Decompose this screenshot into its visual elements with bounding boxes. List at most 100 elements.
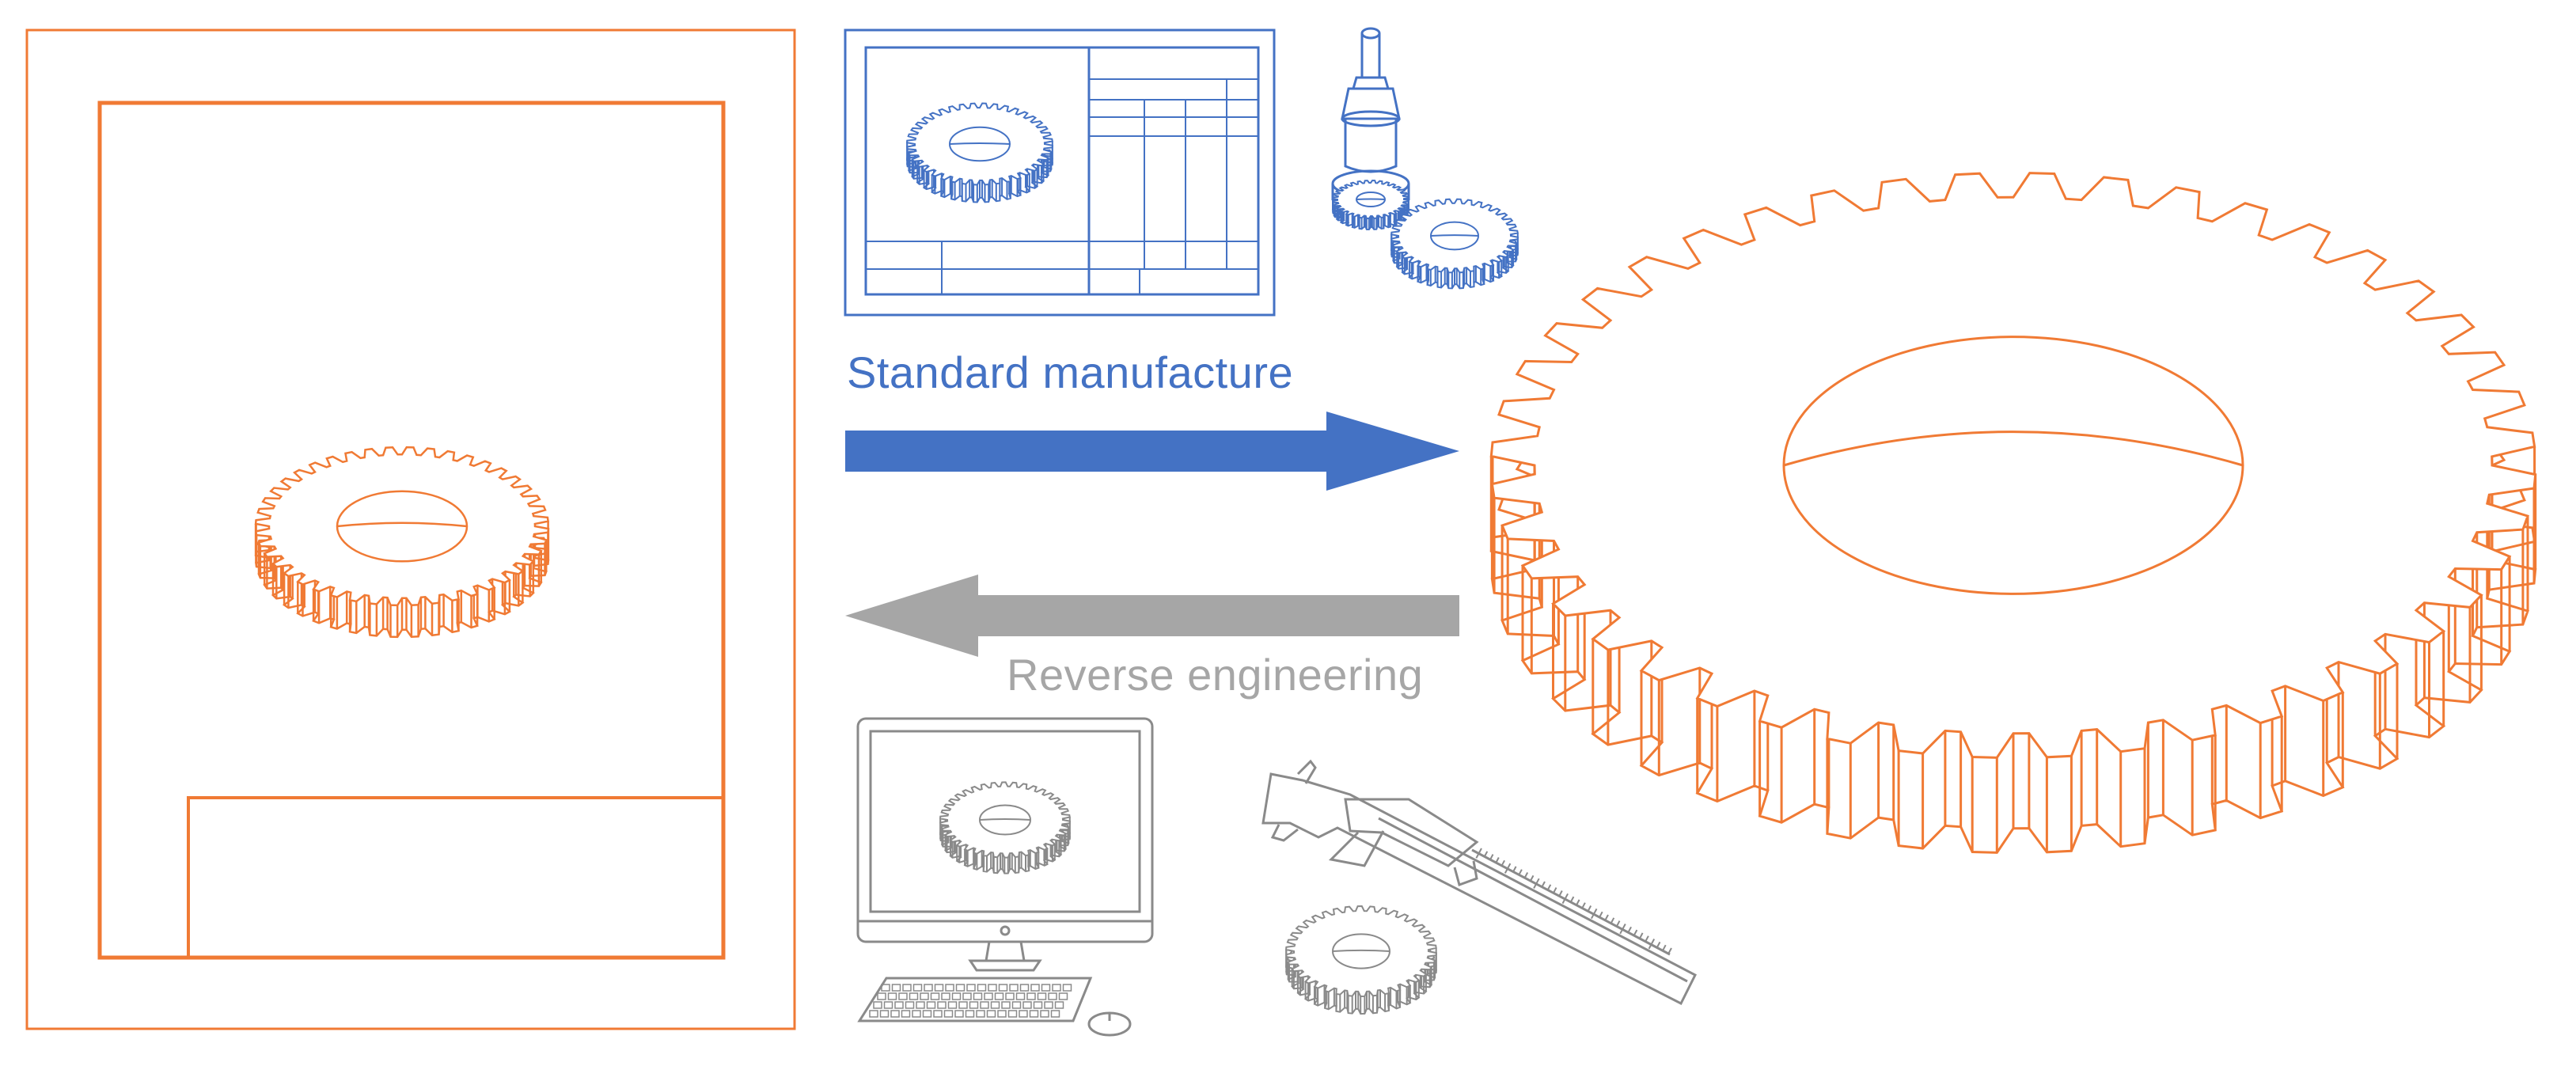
keyboard-key <box>966 1011 974 1017</box>
keyboard-key <box>1034 1002 1042 1008</box>
keyboard-key <box>1064 984 1072 991</box>
keyboard-key <box>981 1002 988 1008</box>
keyboard-key <box>1019 1011 1027 1017</box>
keyboard-key <box>885 1002 893 1008</box>
gear-icon <box>940 782 1070 873</box>
keyboard-key <box>895 1002 903 1008</box>
spur-gear-icon <box>1491 173 2535 853</box>
gear-icon <box>1286 906 1436 1014</box>
keyboard-key <box>963 993 971 1000</box>
keyboard-key <box>931 993 939 1000</box>
keyboard-key <box>996 993 1003 1000</box>
keyboard-key <box>955 1011 963 1017</box>
keyboard-key <box>902 1011 910 1017</box>
keyboard-key <box>1017 993 1025 1000</box>
keyboard-key <box>1013 1002 1021 1008</box>
caliper-tick <box>1617 921 1620 927</box>
standard-manufacture-arrow <box>845 412 1459 491</box>
keyboard-key <box>1049 993 1057 1000</box>
gear-top-outline <box>256 447 548 605</box>
keyboard-key <box>1045 1002 1053 1008</box>
gear-icon <box>256 447 548 637</box>
keyboard-key <box>906 1002 914 1008</box>
keyboard-key <box>946 984 954 991</box>
keyboard-key <box>1009 1011 1017 1017</box>
keyboard-key <box>1000 984 1007 991</box>
keyboard-key <box>988 1011 996 1017</box>
keyboard-key <box>953 993 961 1000</box>
keyboard-key <box>992 1002 1000 1008</box>
caliper-tick <box>1582 903 1585 909</box>
keyboard-key <box>910 993 918 1000</box>
keyboard-key <box>970 1002 978 1008</box>
keyboard-key <box>945 1011 953 1017</box>
keyboard-key <box>978 984 986 991</box>
caliper-tick <box>1645 936 1648 942</box>
caliper-tick <box>1663 945 1666 950</box>
keyboard-key <box>920 993 928 1000</box>
gear-bore-inner <box>980 819 1030 820</box>
keyboard-key <box>889 993 897 1000</box>
keyboard-key <box>891 1011 899 1017</box>
gear-bore-inner <box>950 143 1010 144</box>
hob-cutter-icon <box>1333 28 1409 208</box>
keyboard-key <box>1006 993 1014 1000</box>
keyboard-key <box>1056 1002 1064 1008</box>
keyboard-key <box>1038 993 1046 1000</box>
keyboard-key <box>984 993 992 1000</box>
keyboard-key <box>988 984 996 991</box>
keyboard-key <box>1060 993 1068 1000</box>
caliper-tick <box>1640 933 1643 939</box>
keyboard-key <box>899 993 907 1000</box>
keyboard-key <box>916 1002 924 1008</box>
keyboard-key <box>924 984 932 991</box>
keyboard-key <box>1023 1002 1031 1008</box>
keyboard-key <box>942 993 950 1000</box>
keyboard-key <box>1052 1011 1060 1017</box>
keyboard-key <box>998 1011 1006 1017</box>
keyboard-key <box>903 984 911 991</box>
gear-bore-inner <box>1333 950 1390 951</box>
keyboard-key <box>1031 984 1039 991</box>
keyboard-key <box>934 1011 942 1017</box>
keyboard-key <box>893 984 901 991</box>
keyboard-key <box>924 1011 931 1017</box>
keyboard-key <box>914 984 922 991</box>
caliper-tick <box>1668 948 1671 954</box>
keyboard-key <box>1002 1002 1010 1008</box>
mouse-icon <box>1089 1013 1130 1035</box>
caliper-tick <box>1571 897 1574 902</box>
keyboard-key <box>1053 984 1060 991</box>
keyboard-key <box>928 1002 935 1008</box>
caliper-tick <box>1657 942 1660 947</box>
caliper-tick <box>1588 906 1591 912</box>
keyboard-key <box>874 1002 882 1008</box>
reverse-engineering-label: Reverse engineering <box>1007 649 1423 700</box>
keyboard-key <box>967 984 975 991</box>
keyboard-key <box>878 993 886 1000</box>
keyboard-key <box>1021 984 1029 991</box>
reverse-engineering-arrow <box>845 575 1459 657</box>
keyboard-key <box>938 1002 946 1008</box>
keyboard-key <box>974 993 982 1000</box>
keyboard-icon <box>859 978 1091 1021</box>
keyboard-key <box>957 984 965 991</box>
keyboard-key <box>1041 1011 1049 1017</box>
standard-manufacture-label: Standard manufacture <box>847 347 1293 398</box>
keyboard-key <box>977 1011 984 1017</box>
keyboard-key <box>1027 993 1035 1000</box>
keyboard-key <box>881 1011 889 1017</box>
caliper-tick <box>1628 927 1631 932</box>
keyboard-key <box>935 984 943 991</box>
keyboard-key <box>1030 1011 1038 1017</box>
keyboard-key <box>959 1002 967 1008</box>
caliper-tick <box>1611 918 1614 924</box>
gear-top-outline <box>1491 173 2535 758</box>
title-block <box>188 798 723 958</box>
keyboard-key <box>1010 984 1018 991</box>
caliper-tick <box>1576 900 1580 905</box>
gear-icon <box>1391 199 1518 289</box>
keyboard-key <box>1042 984 1050 991</box>
